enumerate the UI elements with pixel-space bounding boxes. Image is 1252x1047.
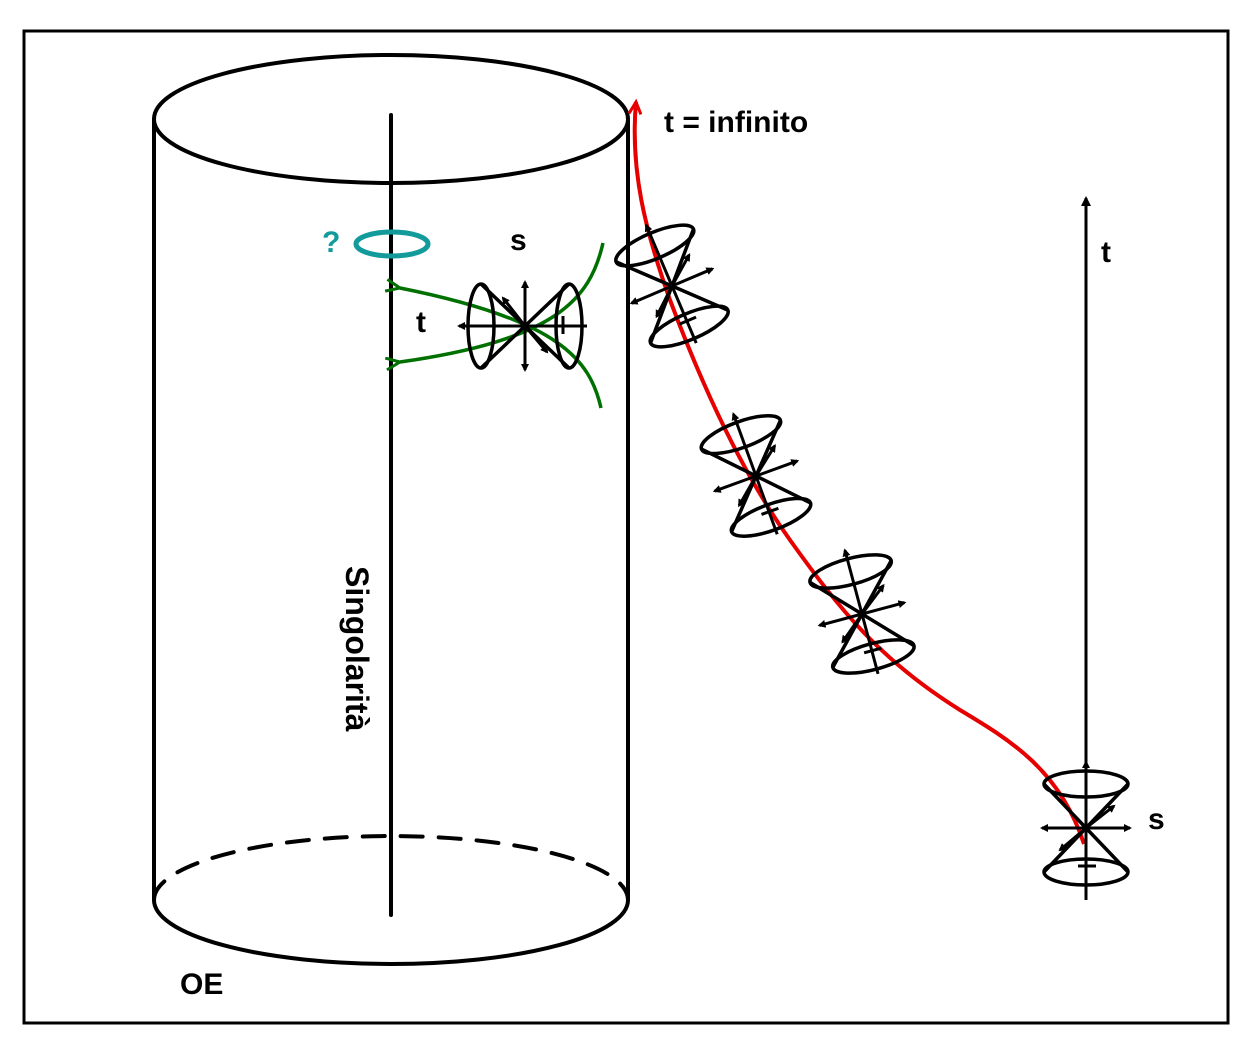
light-cone-icon-1 xyxy=(606,208,737,360)
event-horizon-label: OE xyxy=(180,968,223,1001)
cylinder-bottom-front xyxy=(152,898,630,966)
light-cone-icon-3 xyxy=(802,539,920,685)
s-label-inside: s xyxy=(510,224,527,257)
t-infinity-label: t = infinito xyxy=(664,106,808,139)
singularity-label: Singolarità xyxy=(339,566,375,732)
s-label-right: s xyxy=(1148,803,1165,836)
frame-border xyxy=(22,29,1230,1025)
inside-light-cone-icon xyxy=(459,282,587,370)
t-label-right: t xyxy=(1101,236,1111,269)
closed-timelike-loop-icon xyxy=(353,229,431,259)
worldline xyxy=(635,102,1086,845)
cylinder-bottom-back xyxy=(152,834,630,902)
geodesic-lower xyxy=(400,242,605,362)
t-label-inside: t xyxy=(416,306,426,339)
question-mark: ? xyxy=(322,226,340,259)
light-cone-icon-2 xyxy=(692,399,818,549)
